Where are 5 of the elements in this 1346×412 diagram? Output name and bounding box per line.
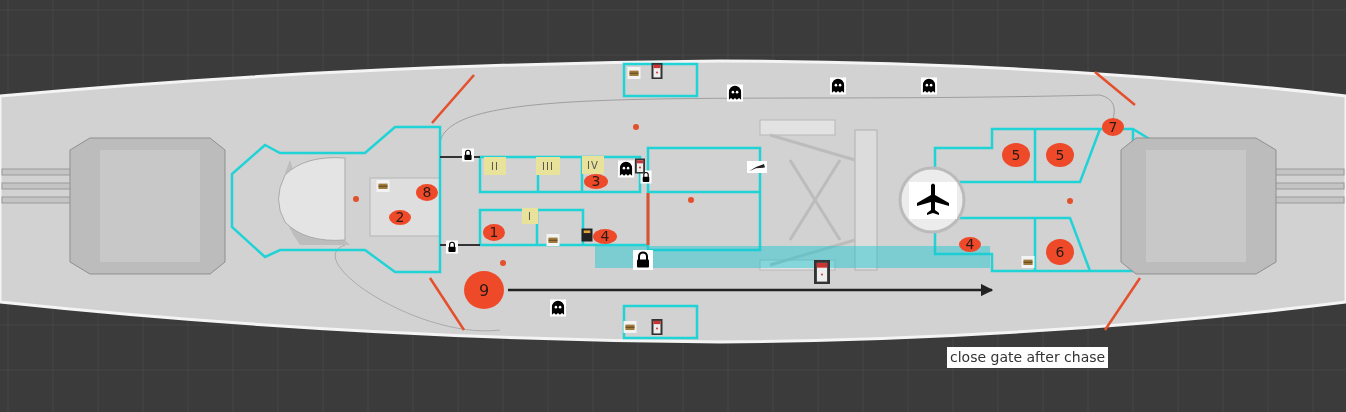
zone-marker: I (522, 208, 538, 224)
zone-marker: IV (582, 156, 604, 174)
zone-marker: II (484, 157, 506, 175)
note-label: close gate after chase (947, 346, 1109, 368)
zone-marker: III (536, 157, 560, 175)
